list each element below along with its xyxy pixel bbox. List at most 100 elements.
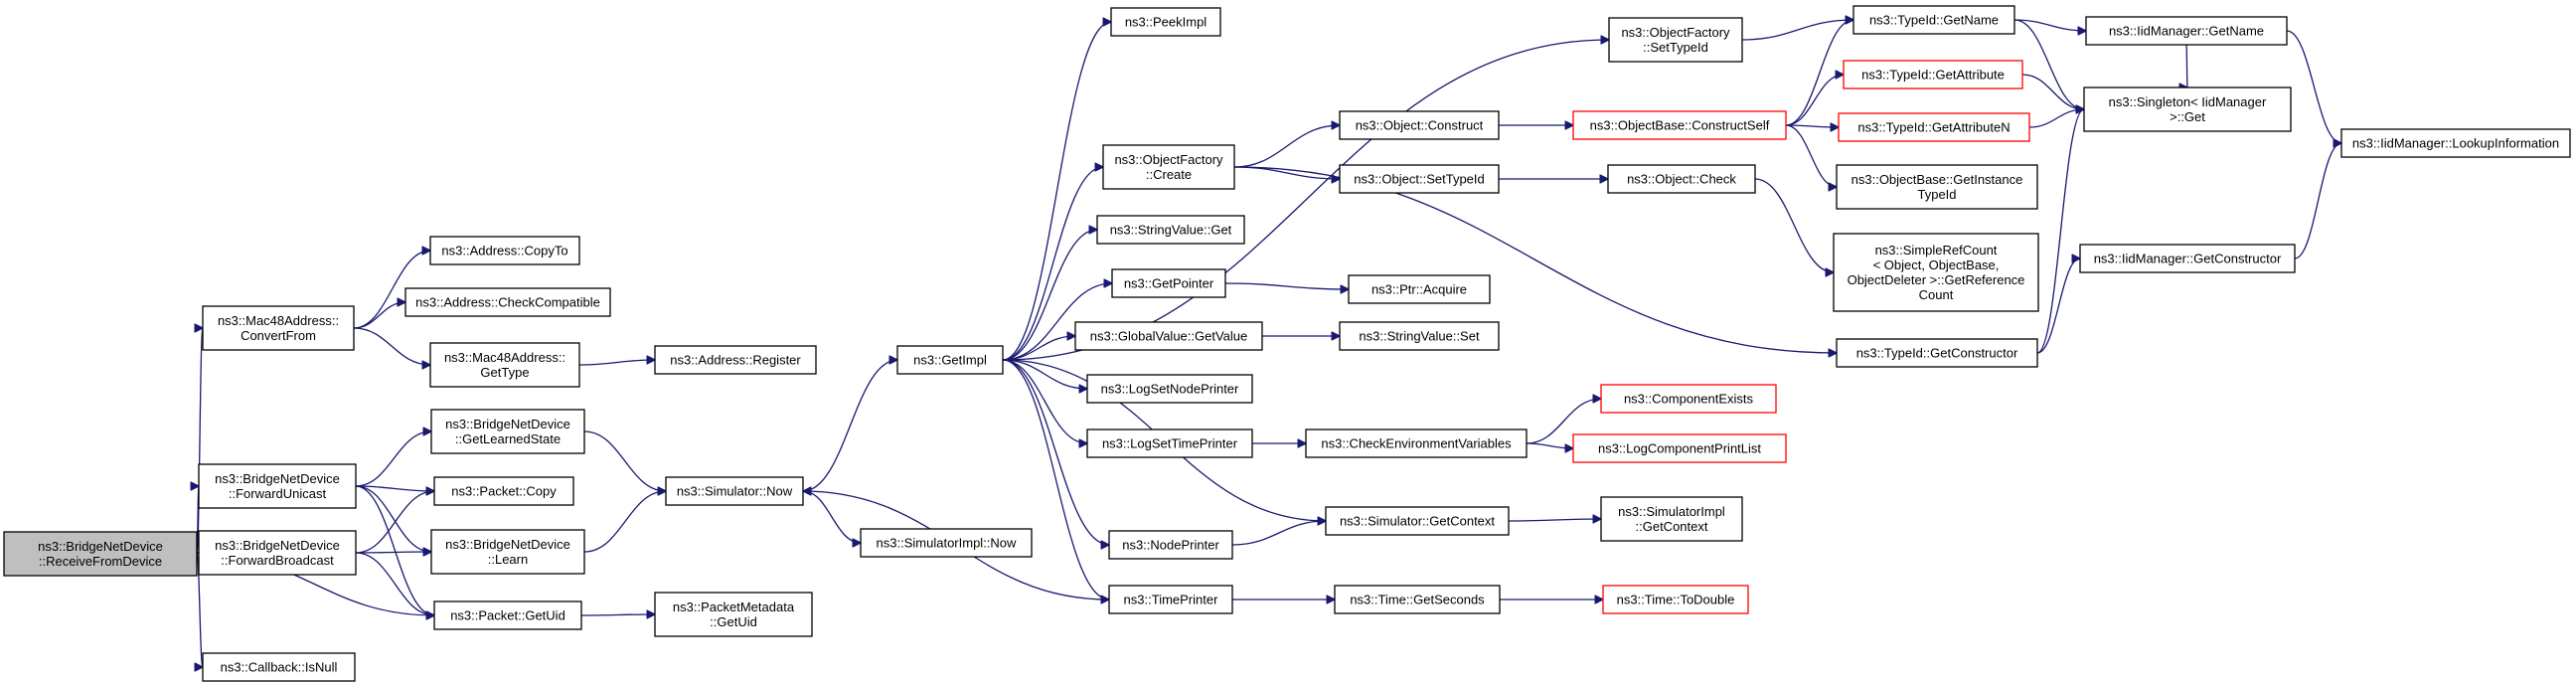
node-bridge-getlearned[interactable]: ns3::BridgeNetDevice::GetLearnedState <box>430 409 585 454</box>
call-edge <box>583 491 666 553</box>
node-label-line: ns3::StringValue::Set <box>1359 329 1480 344</box>
node-object-settypeid[interactable]: ns3::Object::SetTypeId <box>1339 164 1500 194</box>
node-box <box>1602 585 1749 614</box>
node-pktmeta-getuid[interactable]: ns3::PacketMetadata::GetUid <box>654 592 813 637</box>
node-getimpl[interactable]: ns3::GetImpl <box>896 345 1004 375</box>
node-fwd-unicast[interactable]: ns3::BridgeNetDevice::ForwardUnicast <box>198 463 357 509</box>
node-stringvalue-set[interactable]: ns3::StringValue::Set <box>1339 321 1500 351</box>
node-callback-isnull[interactable]: ns3::Callback::IsNull <box>202 652 356 682</box>
node-time-todouble[interactable]: ns3::Time::ToDouble <box>1602 585 1749 614</box>
node-sim-now[interactable]: ns3::Simulator::Now <box>665 476 804 506</box>
node-addr-copyto[interactable]: ns3::Address::CopyTo <box>429 236 580 265</box>
node-objbase-constructself[interactable]: ns3::ObjectBase::ConstructSelf <box>1572 110 1787 140</box>
node-simplerefcount[interactable]: ns3::SimpleRefCount< Object, ObjectBase,… <box>1833 233 2039 312</box>
node-ptr-acquire[interactable]: ns3::Ptr::Acquire <box>1348 274 1491 304</box>
node-box <box>198 530 357 576</box>
node-simimpl-getcontext[interactable]: ns3::SimulatorImpl::GetContext <box>1600 496 1743 542</box>
node-label-line: ::ForwardUnicast <box>229 486 327 501</box>
node-box <box>2079 244 2296 273</box>
node-box <box>1110 7 1221 37</box>
node-label-line: ns3::Address::Register <box>670 353 801 368</box>
node-box <box>1096 215 1245 245</box>
node-simimpl-now[interactable]: ns3::SimulatorImpl::Now <box>860 528 1033 558</box>
node-box <box>404 287 611 317</box>
node-logsettimeprinter[interactable]: ns3::LogSetTimePrinter <box>1086 428 1253 458</box>
node-componentexists[interactable]: ns3::ComponentExists <box>1600 384 1777 414</box>
node-box <box>1852 5 2015 35</box>
node-label-line: ::GetUid <box>710 614 757 629</box>
node-logsetnodeprinter[interactable]: ns3::LogSetNodePrinter <box>1086 374 1253 404</box>
call-edge <box>1002 359 1087 443</box>
node-typeid-getattributen[interactable]: ns3::TypeId::GetAttributeN <box>1838 112 2030 142</box>
node-iidmgr-getconstructor[interactable]: ns3::IidManager::GetConstructor <box>2079 244 2296 273</box>
node-iidmgr-getname[interactable]: ns3::IidManager::GetName <box>2085 16 2288 46</box>
node-getpointer[interactable]: ns3::GetPointer <box>1111 268 1226 298</box>
node-label-line: ns3::TypeId::GetConstructor <box>1856 346 2018 361</box>
node-objfactory-create[interactable]: ns3::ObjectFactory::Create <box>1102 144 1235 190</box>
node-fwd-broadcast[interactable]: ns3::BridgeNetDevice::ForwardBroadcast <box>198 530 357 576</box>
node-bridge-learn[interactable]: ns3::BridgeNetDevice::Learn <box>430 529 585 575</box>
call-edge <box>2036 258 2080 354</box>
node-peekimpl[interactable]: ns3::PeekImpl <box>1110 7 1221 37</box>
call-edge <box>355 552 431 553</box>
call-edge <box>2036 109 2084 354</box>
call-edge <box>355 491 434 554</box>
call-edge <box>1508 519 1601 521</box>
node-addr-register[interactable]: ns3::Address::Register <box>654 345 817 375</box>
node-receive[interactable]: ns3::BridgeNetDevice::ReceiveFromDevice <box>3 531 198 577</box>
call-edge <box>355 552 434 615</box>
call-edge <box>1233 166 1837 353</box>
call-edge <box>1231 521 1326 546</box>
node-typeid-getconstructor[interactable]: ns3::TypeId::GetConstructor <box>1836 338 2038 368</box>
node-nodeprinter[interactable]: ns3::NodePrinter <box>1108 530 1233 560</box>
node-box <box>1607 164 1756 194</box>
node-logcomponentprintlist[interactable]: ns3::LogComponentPrintList <box>1572 433 1787 463</box>
call-edge <box>2286 30 2341 143</box>
node-label-line: TypeId <box>1917 187 1956 202</box>
node-label-line: ns3::CheckEnvironmentVariables <box>1321 436 1512 451</box>
node-checkenvvars[interactable]: ns3::CheckEnvironmentVariables <box>1305 428 1528 458</box>
node-time-getseconds[interactable]: ns3::Time::GetSeconds <box>1334 585 1501 614</box>
node-sim-getcontext[interactable]: ns3::Simulator::GetContext <box>1325 506 1510 536</box>
call-edge <box>1785 125 1839 127</box>
node-packet-getuid[interactable]: ns3::Packet::GetUid <box>433 600 582 630</box>
node-label-line: ns3::IidManager::LookupInformation <box>2352 136 2559 151</box>
call-edge <box>580 614 655 615</box>
node-iidmgr-lookupinfo[interactable]: ns3::IidManager::LookupInformation <box>2340 128 2571 158</box>
node-timeprinter[interactable]: ns3::TimePrinter <box>1108 585 1233 614</box>
node-label-line: ns3::Object::Check <box>1627 172 1736 187</box>
call-edge <box>1785 75 1844 126</box>
node-typeid-getattribute[interactable]: ns3::TypeId::GetAttribute <box>1843 60 2023 89</box>
node-label-line: ns3::SimulatorImpl::Now <box>877 536 1017 551</box>
node-label-line: ns3::Ptr::Acquire <box>1371 282 1467 297</box>
node-mac-convert[interactable]: ns3::Mac48Address::ConvertFrom <box>202 305 355 351</box>
node-object-check[interactable]: ns3::Object::Check <box>1607 164 1756 194</box>
node-box <box>2340 128 2571 158</box>
node-objfactory-settypeid[interactable]: ns3::ObjectFactory::SetTypeId <box>1608 17 1743 63</box>
node-box <box>1838 112 2030 142</box>
node-singleton-get[interactable]: ns3::Singleton< IidManager>::Get <box>2083 86 2292 132</box>
node-packet-copy[interactable]: ns3::Packet::Copy <box>433 476 574 506</box>
node-box <box>1572 433 1787 463</box>
node-stringvalue-get[interactable]: ns3::StringValue::Get <box>1096 215 1245 245</box>
call-edge <box>197 553 204 667</box>
node-globalvalue-getvalue[interactable]: ns3::GlobalValue::GetValue <box>1074 321 1263 351</box>
node-mac-gettype[interactable]: ns3::Mac48Address::GetType <box>429 342 580 388</box>
node-label-line: ns3::SimpleRefCount <box>1875 243 1998 257</box>
node-box <box>1339 321 1500 351</box>
node-addr-checkcompat[interactable]: ns3::Address::CheckCompatible <box>404 287 611 317</box>
node-box <box>2083 86 2292 132</box>
node-label-line: ::GetLearnedState <box>455 431 561 446</box>
node-typeid-getname[interactable]: ns3::TypeId::GetName <box>1852 5 2015 35</box>
node-object-construct[interactable]: ns3::Object::Construct <box>1339 110 1500 140</box>
node-label-line: ns3::Object::Construct <box>1356 118 1484 133</box>
call-edge <box>353 327 430 365</box>
node-label-line: ns3::Packet::GetUid <box>450 608 565 623</box>
node-label-line: ns3::IidManager::GetConstructor <box>2094 252 2282 266</box>
call-edge <box>1754 178 1834 272</box>
node-label-line: ::Create <box>1146 167 1192 182</box>
node-label-line: ConvertFrom <box>241 328 316 343</box>
call-edge <box>1002 359 1109 545</box>
